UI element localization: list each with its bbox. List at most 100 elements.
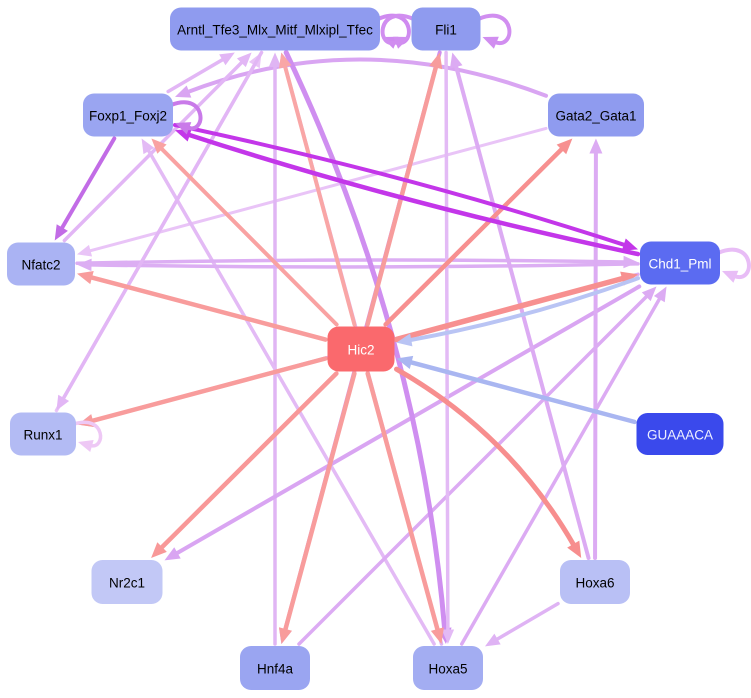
- node-box-nr2c1[interactable]: [91, 560, 163, 604]
- edge-hic2-hoxa6: [394, 366, 577, 549]
- edge-chd1-nfatc2-arrowhead: [77, 258, 92, 272]
- node-box-runx1[interactable]: [10, 412, 76, 456]
- edge-hnf4a-chd1: [297, 293, 650, 646]
- node-label-hic2: Hic2: [347, 343, 374, 358]
- edge-hic2-hoxa5-arrowhead: [430, 627, 444, 644]
- node-label-gata2: Gata2_Gata1: [555, 109, 636, 124]
- edge-hic2-nr2c1: [158, 371, 339, 551]
- edge-hic2-nfatc2-arrowhead: [77, 271, 94, 285]
- node-box-hoxa5[interactable]: [413, 646, 483, 690]
- edge-foxp1-chd1-arrowhead: [621, 238, 638, 251]
- self-loop-chd1-right: [716, 247, 751, 280]
- edge-arntl-runx1: [60, 50, 264, 402]
- edge-hic2-arntl-arrowhead: [278, 52, 292, 69]
- node-label-arntl: Arntl_Tfe3_Mlx_Mitf_Mlxipl_Tfec: [177, 23, 373, 38]
- edge-guaaaca-hic2-arrowhead: [396, 355, 414, 369]
- edge-hnf4a-arntl-arrowhead: [268, 52, 282, 67]
- node-box-guaaaca[interactable]: [636, 413, 724, 455]
- node-label-chd1: Chd1_Pml: [648, 257, 711, 272]
- edge-hic2-hoxa5: [365, 371, 441, 634]
- node-label-runx1: Runx1: [23, 428, 62, 443]
- self-loop-fli1-right: [476, 13, 512, 46]
- node-gata2[interactable]: Gata2_Gata1: [548, 93, 644, 137]
- edge-foxp1-arntl-arrowhead: [219, 52, 235, 66]
- node-box-hoxa6[interactable]: [560, 560, 630, 604]
- node-box-hic2[interactable]: [327, 326, 395, 372]
- node-label-nr2c1: Nr2c1: [109, 576, 145, 591]
- edge-fli1-hoxa5-arrowhead: [441, 629, 455, 644]
- edge-hic2-chd1: [393, 275, 627, 343]
- node-chd1[interactable]: Chd1_Pml: [640, 241, 720, 285]
- edge-foxp1-chd1: [173, 122, 628, 248]
- node-label-guaaaca: GUAAACA: [647, 428, 713, 443]
- node-foxp1[interactable]: Foxp1_Foxj2: [83, 93, 173, 137]
- edge-chd1-nr2c1-arrowhead: [164, 547, 181, 561]
- edge-hic2-hnf4a: [282, 371, 357, 634]
- edge-hic2-fli1: [365, 63, 439, 327]
- self-loop-fli1-left-arrowhead: [393, 36, 410, 49]
- edge-hic2-nr2c1-arrowhead: [151, 542, 167, 558]
- edge-hoxa5-foxp1-arrowhead: [141, 138, 155, 155]
- edge-fli1-hoxa5: [444, 50, 450, 634]
- edge-gata2-foxp1-arrowhead: [175, 85, 192, 98]
- node-runx1[interactable]: Runx1: [10, 412, 76, 456]
- node-label-hnf4a: Hnf4a: [257, 662, 294, 677]
- edge-hic2-gata2: [383, 145, 566, 327]
- self-loop-fli1-left: [380, 13, 416, 46]
- edge-hoxa5-foxp1: [146, 147, 436, 646]
- node-box-hnf4a[interactable]: [240, 646, 310, 690]
- edge-hoxa6-hoxa5-arrowhead: [485, 633, 501, 647]
- node-label-foxp1: Foxp1_Foxj2: [89, 109, 167, 124]
- edge-hoxa6-gata2: [593, 149, 598, 560]
- node-box-chd1[interactable]: [640, 241, 720, 285]
- edge-hic2-arntl: [282, 63, 357, 327]
- node-label-hoxa6: Hoxa6: [575, 576, 614, 591]
- edge-chd1-foxp1: [185, 132, 641, 257]
- self-loop-chd1-right-arrowhead: [722, 270, 739, 283]
- node-label-nfatc2: Nfatc2: [21, 258, 60, 273]
- edge-gata2-foxp1: [185, 57, 548, 98]
- edge-hic2-nfatc2: [87, 274, 328, 342]
- node-guaaaca[interactable]: GUAAACA: [636, 413, 724, 455]
- edge-nfatc2-arntl-arrowhead: [236, 52, 252, 68]
- node-box-fli1[interactable]: [411, 7, 481, 51]
- edge-foxp1-nfatc2-arrowhead: [54, 224, 68, 241]
- node-hnf4a[interactable]: Hnf4a: [240, 646, 310, 690]
- edge-hic2-runx1: [88, 356, 328, 424]
- node-box-foxp1[interactable]: [83, 93, 173, 137]
- edge-foxp1-arntl: [166, 57, 226, 94]
- node-arntl[interactable]: Arntl_Tfe3_Mlx_Mitf_Mlxipl_Tfec: [170, 7, 380, 51]
- node-box-gata2[interactable]: [548, 93, 644, 137]
- edge-gata2-nfatc2-arrowhead: [77, 244, 93, 257]
- edge-hoxa6-gata2-arrowhead: [589, 138, 603, 154]
- node-nfatc2[interactable]: Nfatc2: [7, 242, 75, 286]
- edge-hic2-foxp1: [158, 145, 339, 327]
- edge-hic2-foxp1-arrowhead: [151, 138, 167, 154]
- node-box-arntl[interactable]: [170, 7, 380, 51]
- node-hoxa5[interactable]: Hoxa5: [413, 646, 483, 690]
- edge-hoxa6-fli1: [453, 63, 591, 560]
- edge-nfatc2-chd1-arrowhead: [623, 255, 638, 269]
- node-nr2c1[interactable]: Nr2c1: [91, 560, 163, 604]
- edge-hoxa5-chd1-arrowhead: [653, 286, 667, 303]
- edge-hic2-hoxa6-arrowhead: [567, 540, 582, 558]
- self-loop-foxp1-right: [169, 100, 203, 131]
- node-hoxa6[interactable]: Hoxa6: [560, 560, 630, 604]
- edge-hoxa6-fli1-arrowhead: [449, 52, 463, 69]
- edge-hoxa6-hoxa5: [494, 601, 560, 642]
- edge-hic2-fli1-arrowhead: [429, 52, 443, 70]
- node-label-fli1: Fli1: [435, 23, 457, 38]
- node-fli1[interactable]: Fli1: [411, 7, 481, 51]
- self-loop-foxp1-right-arrowhead: [175, 122, 192, 135]
- edge-chd1-nfatc2: [87, 262, 640, 269]
- edge-arntl-runx1-arrowhead: [56, 394, 70, 411]
- edge-nfatc2-arntl: [62, 59, 245, 243]
- edge-nfatc2-chd1: [75, 258, 628, 266]
- node-box-nfatc2[interactable]: [7, 242, 75, 286]
- node-hic2[interactable]: Hic2: [327, 326, 395, 372]
- self-loop-runx1-right-arrowhead: [78, 439, 94, 452]
- self-loop-fli1-right-arrowhead: [482, 36, 499, 49]
- edge-chd1-hic2: [407, 276, 640, 343]
- edge-foxp1-nfatc2: [59, 136, 117, 232]
- edge-hnf4a-chd1-arrowhead: [641, 286, 657, 302]
